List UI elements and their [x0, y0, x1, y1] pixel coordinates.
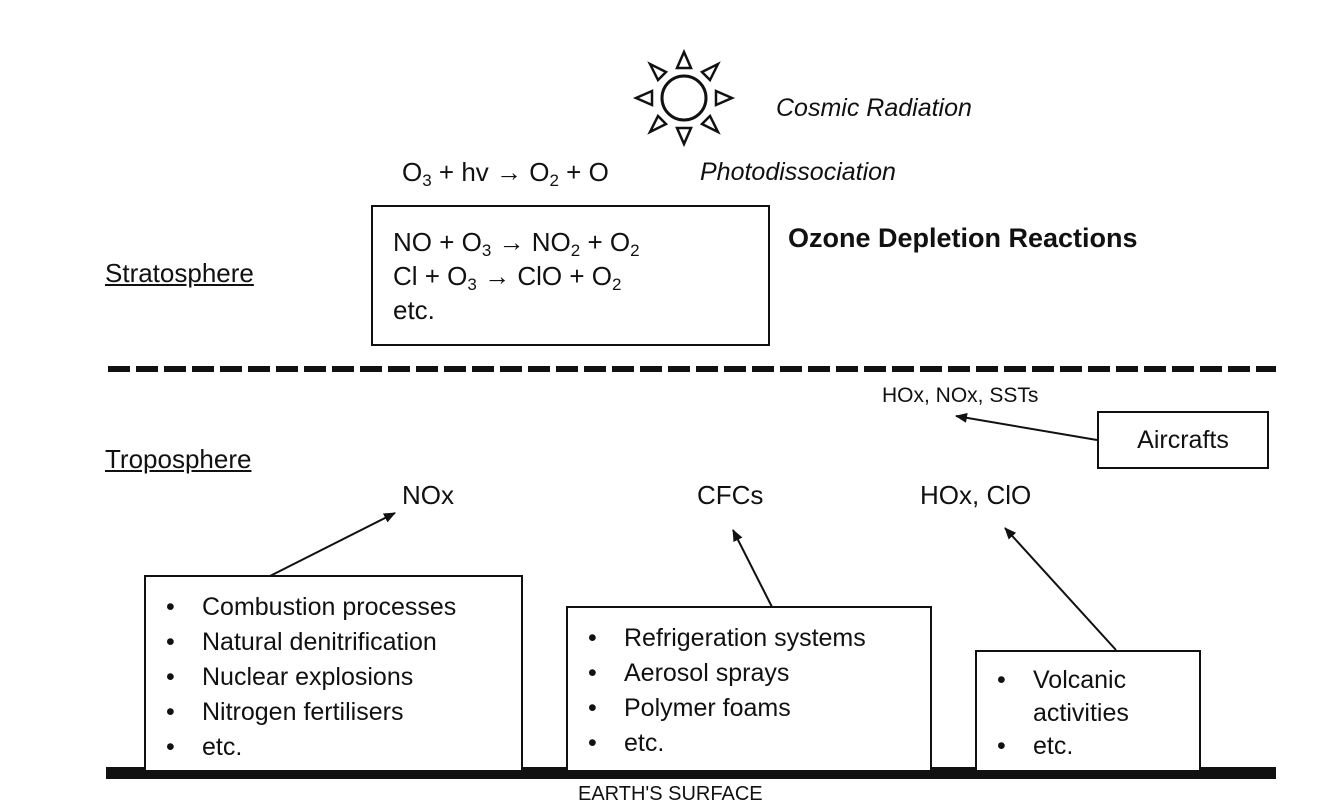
eq-part: + O [580, 227, 631, 257]
eq-part: Cl + O [393, 261, 468, 291]
eq-sub: 3 [481, 241, 492, 260]
reaction-row: NO + O3 → NO2 + O2 [393, 225, 768, 259]
list-item: Nuclear explosions [146, 660, 521, 695]
sun-icon [632, 48, 736, 148]
list-item: Refrigeration systems [568, 621, 930, 656]
arrow-volcanic-to-hox [1004, 527, 1117, 651]
list-item: Natural denitrification [146, 625, 521, 660]
eq-part: + hv → O [431, 157, 550, 187]
eq-sub: 3 [422, 171, 432, 190]
ozone-depletion-title: Ozone Depletion Reactions [788, 223, 1138, 253]
cosmic-radiation-label: Cosmic Radiation [776, 94, 972, 122]
product-nox-label: NOx [402, 480, 454, 510]
product-hox-clo-label: HOx, ClO [920, 480, 1032, 510]
list-item: Nitrogen fertilisers [146, 695, 521, 730]
stratosphere-label: Stratosphere [105, 258, 254, 288]
arrow-combustion-to-nox [269, 512, 396, 577]
list-item: Aerosol sprays [568, 656, 930, 691]
arrow-refrigeration-to-cfcs [732, 529, 773, 608]
troposphere-label: Troposphere [105, 444, 252, 474]
earth-surface-label: EARTH'S SURFACE [578, 783, 763, 805]
aircrafts-box: Aircrafts [1097, 411, 1269, 469]
eq-part: + O [558, 157, 609, 187]
reaction-etc: etc. [393, 295, 435, 325]
eq-part: → ClO + O [476, 261, 612, 291]
eq-sub: 2 [570, 241, 581, 260]
eq-part: NO + O [393, 227, 482, 257]
eq-part: O [402, 157, 423, 187]
eq-sub: 2 [549, 171, 559, 190]
nox-sources-box: Combustion processes Natural denitrifica… [144, 575, 523, 772]
eq-part: → NO [491, 227, 571, 257]
eq-sub: 3 [467, 275, 477, 294]
photodissociation-equation: O3 + hv → O2 + O [402, 157, 609, 190]
list-item: etc. [146, 730, 521, 765]
list-item: Combustion processes [146, 590, 521, 625]
aircraft-products-label: HOx, NOx, SSTs [882, 384, 1039, 407]
arrow-aircraft-to-nox [955, 412, 1098, 441]
cfc-sources-box: Refrigeration systems Aerosol sprays Pol… [566, 606, 932, 772]
list-item: Volcanic activities [977, 664, 1199, 730]
aircrafts-label: Aircrafts [1137, 426, 1229, 454]
eq-sub: 2 [611, 275, 622, 294]
photodissociation-label: Photodissociation [700, 158, 896, 186]
product-cfcs-label: CFCs [697, 480, 764, 510]
list-item: Polymer foams [568, 691, 930, 726]
reaction-row: Cl + O3 → ClO + O2 [393, 259, 768, 293]
volcanic-sources-box: Volcanic activities etc. [975, 650, 1201, 772]
list-item: etc. [568, 726, 930, 761]
eq-sub: 2 [630, 241, 640, 260]
ozone-reactions-box: NO + O3 → NO2 + O2 Cl + O3 → ClO + O2 et… [371, 205, 770, 346]
list-item: etc. [977, 730, 1199, 763]
